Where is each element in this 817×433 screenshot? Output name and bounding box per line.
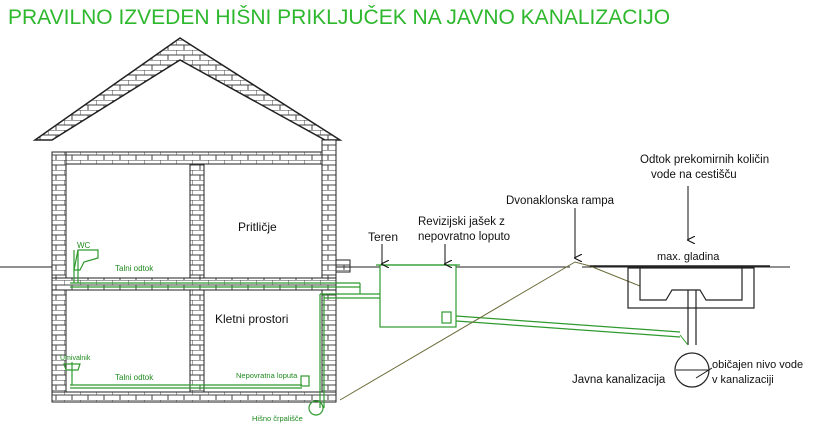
shaft-check-valve-icon bbox=[441, 311, 452, 324]
diagram-title: PRAVILNO IZVEDEN HIŠNI PRIKLJUČEK NA JAV… bbox=[8, 6, 671, 29]
wc-icon bbox=[73, 249, 99, 271]
label-public-sewer: Javna kanalizacija bbox=[572, 374, 666, 386]
basement-floor bbox=[51, 391, 337, 403]
double-ramp-line bbox=[339, 261, 641, 401]
house bbox=[32, 37, 351, 403]
sewer-connection-pipe bbox=[455, 315, 681, 338]
house-pipes bbox=[70, 250, 380, 408]
label-water-level-1: običajen nivo vode bbox=[712, 359, 803, 371]
check-valve-icon bbox=[300, 375, 310, 387]
roof bbox=[32, 37, 343, 141]
label-pump: Hišno črpališče bbox=[252, 414, 303, 423]
label-overflow-2: vode na cestišču bbox=[651, 169, 737, 181]
pump-icon bbox=[308, 400, 324, 416]
label-wc: WC bbox=[77, 241, 91, 250]
foundation bbox=[335, 259, 351, 273]
attic-floor bbox=[51, 151, 331, 165]
label-floor-drain-lower: Talni odtok bbox=[115, 373, 154, 382]
label-floor-drain-upper: Talni odtok bbox=[115, 264, 154, 273]
label-shaft-1: Revizijski jašek z bbox=[418, 216, 505, 228]
inspection-shaft bbox=[376, 264, 460, 328]
label-shaft-2: nepovratno loputo bbox=[418, 231, 510, 243]
label-double-ramp: Dvonaklonska rampa bbox=[506, 195, 615, 207]
label-terrain: Teren bbox=[368, 230, 398, 244]
label-overflow-1: Odtok prekomirnih količin bbox=[640, 154, 769, 166]
road-inlet bbox=[627, 267, 755, 345]
room-ground-floor: Pritličje bbox=[238, 220, 277, 234]
label-water-level-2: v kanalizaciji bbox=[712, 374, 774, 386]
label-washbasin: Umivalnik bbox=[60, 355, 91, 362]
room-basement: Kletni prostori bbox=[215, 312, 288, 326]
label-check-valve: Nepovratna loputa bbox=[236, 371, 298, 380]
label-max-level: max. gladina bbox=[657, 251, 720, 263]
washbasin-icon bbox=[63, 363, 81, 371]
sewer-link bbox=[679, 334, 689, 346]
arrow-water-level bbox=[695, 367, 713, 379]
ground-floor-slab bbox=[51, 277, 337, 291]
